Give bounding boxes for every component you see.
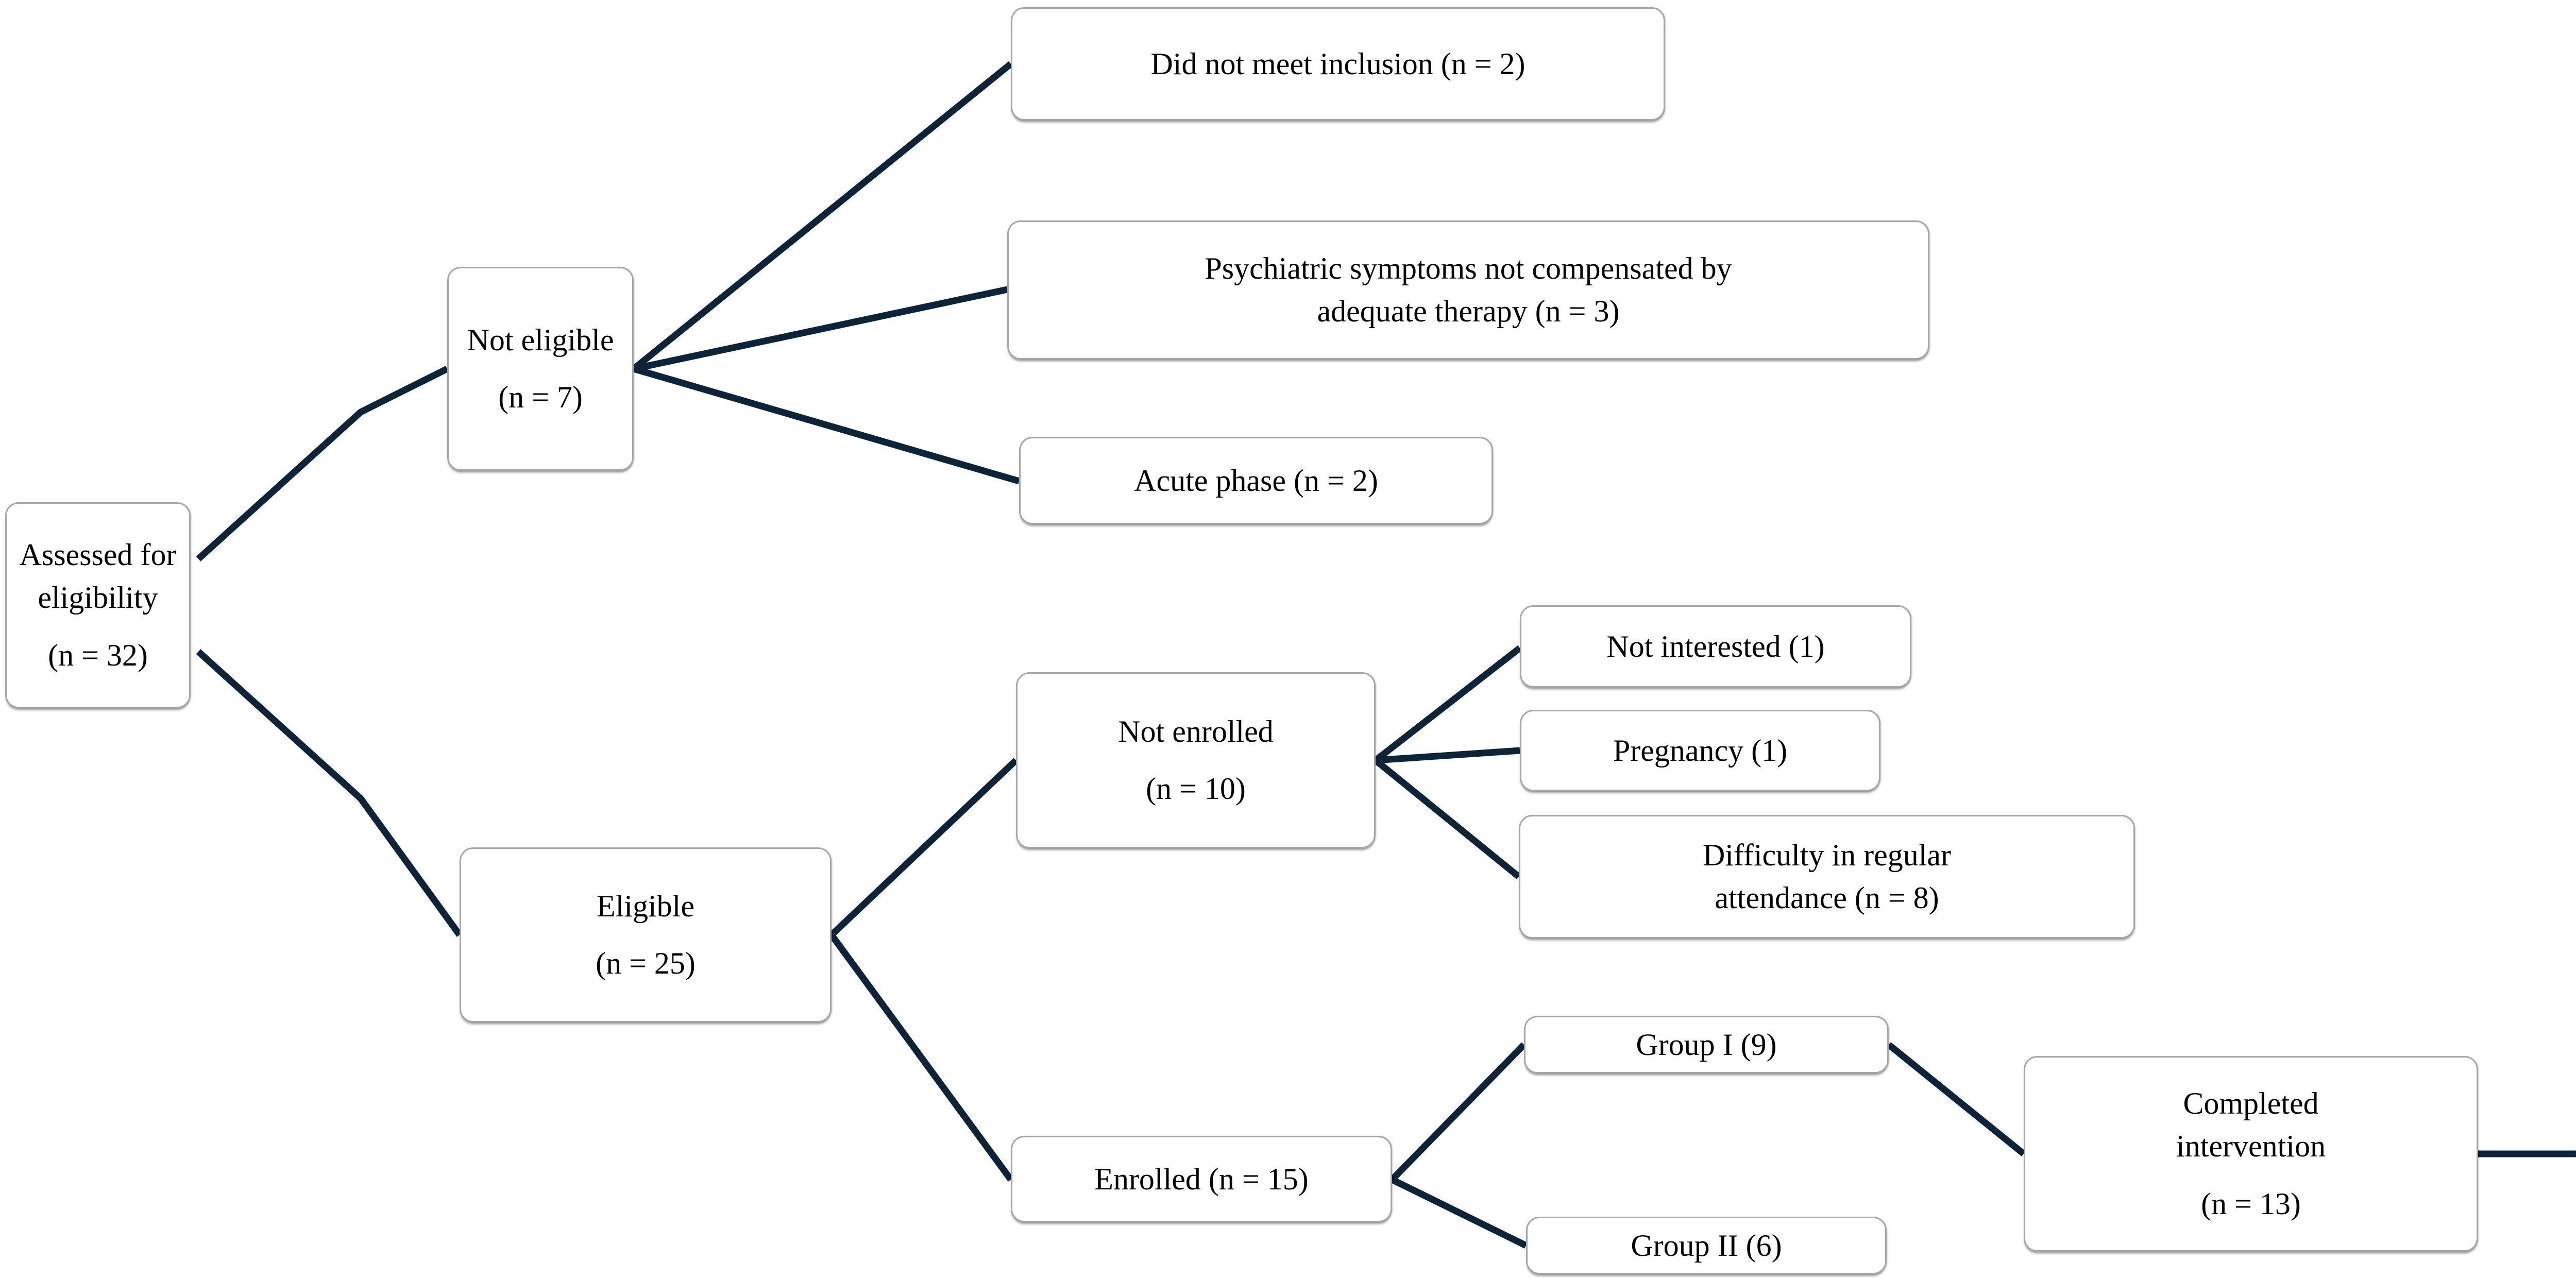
connector-assessed-to-eligible: [196, 649, 463, 937]
node-assessed[interactable]: Assessed for eligibility (n = 32): [5, 502, 191, 708]
node-label-line: Not enrolled: [1118, 714, 1274, 748]
node-not-enrolled[interactable]: Not enrolled (n = 10): [1016, 672, 1376, 848]
node-pregnancy[interactable]: Pregnancy (1): [1520, 710, 1880, 791]
node-not-eligible[interactable]: Not eligible (n = 7): [447, 267, 634, 471]
node-label-line: adequate therapy (n = 3): [1317, 294, 1620, 328]
connector-not-eligible-to-inclusion: [631, 61, 1013, 372]
connector-eligible-to-enrolled: [828, 933, 1014, 1182]
node-group-ii[interactable]: Group II (6): [1526, 1217, 1887, 1274]
node-label-line: Acute phase (n = 2): [1134, 463, 1378, 498]
node-difficulty-attendance[interactable]: Difficulty in regular attendance (n = 8): [1519, 815, 2135, 939]
node-label-line: Enrolled (n = 15): [1094, 1162, 1309, 1196]
node-label-line: Pregnancy (1): [1613, 733, 1788, 768]
connector-not-eligible-to-acute-phase: [633, 365, 1020, 485]
node-completed-intervention[interactable]: Completed intervention (n = 13): [2024, 1056, 2478, 1252]
node-group-i[interactable]: Group I (9): [1524, 1016, 1889, 1073]
connector-not-enrolled-to-pregnancy: [1375, 747, 1520, 764]
connector-enrolled-to-group-i: [1389, 1042, 1527, 1182]
node-label-line: Group I (9): [1636, 1027, 1777, 1062]
node-label-line: Difficulty in regular: [1702, 838, 1952, 873]
node-label-line: eligibility: [38, 581, 158, 615]
node-label-line: (n = 10): [1146, 772, 1246, 806]
connector-not-enrolled-to-difficulty: [1373, 757, 1521, 880]
node-eligible[interactable]: Eligible (n = 25): [460, 847, 832, 1023]
node-label-line: (n = 32): [48, 638, 148, 672]
node-label-line: Not eligible: [467, 322, 614, 357]
connector-not-enrolled-to-not-interested: [1374, 645, 1522, 763]
node-not-interested[interactable]: Not interested (1): [1520, 605, 1911, 688]
node-label-line: Group II (6): [1631, 1228, 1782, 1263]
connector-assessed-to-not-eligible: [196, 366, 449, 561]
node-acute-phase[interactable]: Acute phase (n = 2): [1019, 437, 1493, 524]
node-label-line: Eligible: [597, 889, 694, 923]
node-label-line: Assessed for: [19, 538, 177, 572]
connector-not-eligible-to-psychiatric: [633, 286, 1008, 372]
connector-enrolled-to-group-ii: [1391, 1177, 1528, 1249]
node-enrolled[interactable]: Enrolled (n = 15): [1011, 1136, 1392, 1222]
node-label-line: intervention: [2176, 1129, 2326, 1164]
node-did-not-meet-inclusion[interactable]: Did not meet inclusion (n = 2): [1011, 7, 1665, 121]
node-label-line: Psychiatric symptoms not compensated by: [1205, 251, 1732, 286]
node-label-line: Did not meet inclusion (n = 2): [1150, 46, 1526, 81]
node-label-line: (n = 25): [596, 946, 696, 981]
node-label-line: Completed: [2183, 1086, 2319, 1121]
connector-eligible-to-not-enrolled: [829, 758, 1019, 938]
node-label-line: (n = 13): [2201, 1186, 2301, 1221]
node-label-line: Not interested (1): [1606, 629, 1825, 663]
node-psychiatric-symptoms[interactable]: Psychiatric symptoms not compensated by a…: [1007, 220, 1929, 360]
node-label-line: attendance (n = 8): [1715, 881, 1939, 915]
connector-group-i-to-completed: [1886, 1042, 2026, 1157]
node-label-line: (n = 7): [498, 380, 583, 415]
